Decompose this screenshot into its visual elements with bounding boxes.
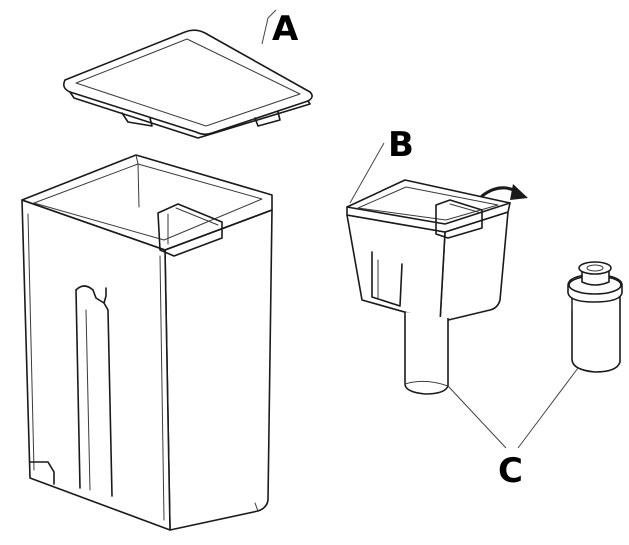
lid-part bbox=[63, 29, 313, 139]
filter-basket-part bbox=[346, 179, 528, 395]
label-c: C bbox=[498, 451, 523, 491]
label-b: B bbox=[388, 125, 414, 165]
leader-c-left bbox=[447, 385, 507, 449]
rotate-arrowhead bbox=[510, 184, 528, 200]
label-a: A bbox=[272, 9, 299, 49]
leader-c-right bbox=[517, 367, 579, 449]
leader-a bbox=[261, 9, 277, 45]
filter-cartridge-part bbox=[567, 261, 623, 373]
leader-b bbox=[349, 142, 385, 204]
leader-lines bbox=[261, 9, 579, 449]
water-tank-part bbox=[21, 154, 273, 531]
